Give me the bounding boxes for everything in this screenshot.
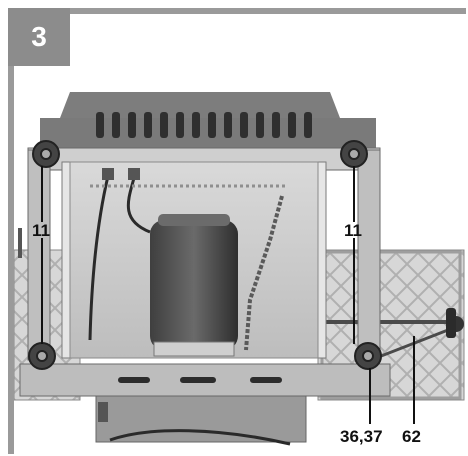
- motor: [150, 214, 238, 357]
- frame-top-bar: [8, 8, 466, 14]
- figure-number: 3: [8, 8, 70, 66]
- front-rail: [19, 363, 391, 397]
- cables: [88, 168, 151, 341]
- callout-label-36-37: 36,37: [340, 427, 383, 446]
- callout-label-11-right: 11: [344, 221, 362, 240]
- frame-left-bar: [8, 8, 14, 454]
- leveling-foot: [28, 140, 382, 370]
- callout-leaders: [41, 166, 415, 424]
- drive-chain: [244, 195, 284, 351]
- callout-label-62: 62: [402, 427, 421, 446]
- machine-illustration: [14, 92, 465, 446]
- callout-label-11-left: 11: [32, 221, 50, 240]
- lower-base: [95, 395, 307, 446]
